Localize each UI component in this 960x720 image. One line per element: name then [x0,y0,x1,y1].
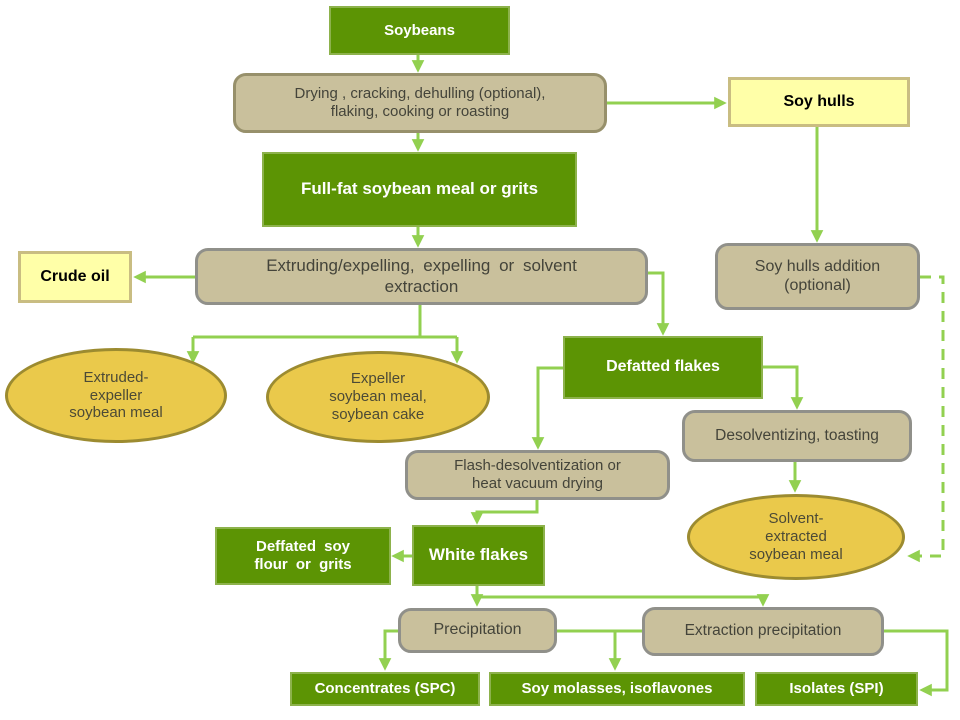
connector-precipitation-concentrates [378,629,398,671]
connector-defatted-flash [531,366,563,450]
node-drying: Drying , cracking, dehulling (optional),… [233,73,607,133]
node-concentrates-label: Concentrates (SPC) [314,680,456,698]
node-defatted-soy-flour: Deffated soy flour or grits [215,527,391,585]
node-solvent-extracted-meal-line3: soybean meal [749,545,843,563]
connector-extruding-defatted-flakes [648,271,670,336]
node-full-fat-meal: Full-fat soybean meal or grits [262,152,577,227]
node-soy-hulls-label: Soy hulls [783,92,855,110]
node-soy-hulls: Soy hulls [728,77,910,127]
node-crude-oil-label: Crude oil [40,267,110,285]
node-soy-hulls-addition-label-line2: (optional) [784,276,851,294]
node-desolventizing-label: Desolventizing, toasting [715,426,879,444]
node-soybeans: Soybeans [329,6,510,55]
node-extruded-expeller-meal: Extruded- expeller soybean meal [5,348,227,443]
connector-dashed-hulls-addition-solvent-meal [907,275,945,563]
node-soy-molasses: Soy molasses, isoflavones [489,672,745,706]
node-soy-hulls-addition-label-line1: Soy hulls addition [754,257,881,275]
node-expeller-meal-line3: soybean cake [331,405,425,423]
node-extruding-label-line2: extraction [384,276,459,296]
node-crude-oil: Crude oil [18,251,132,303]
node-full-fat-meal-label: Full-fat soybean meal or grits [300,179,539,199]
node-concentrates: Concentrates (SPC) [290,672,480,706]
node-extraction-precipitation: Extraction precipitation [642,607,884,656]
node-defatted-soy-flour-line1: Deffated soy [255,538,351,556]
node-solvent-extracted-meal-line1: Solvent- [768,510,824,528]
connector-defatted-desolventizing [763,365,804,410]
node-expeller-meal-line1: Expeller [350,370,406,388]
node-isolates: Isolates (SPI) [755,672,918,706]
node-extruding-label-line1: Extruding/expelling, expelling or solven… [266,256,577,276]
node-extruded-expeller-meal-line3: soybean meal [69,404,163,422]
node-isolates-label: Isolates (SPI) [789,680,884,698]
node-drying-label-line2: flaking, cooking or roasting [330,103,510,120]
node-expeller-meal: Expeller soybean meal, soybean cake [266,351,490,443]
node-extruded-expeller-meal-line1: Extruded- [83,368,149,386]
node-precipitation: Precipitation [398,608,557,653]
node-soybeans-label: Soybeans [384,21,455,39]
node-flash-desolventization-line2: heat vacuum drying [472,475,603,492]
node-solvent-extracted-meal: Solvent- extracted soybean meal [687,494,905,580]
node-flash-desolventization: Flash-desolventization or heat vacuum dr… [405,450,670,500]
node-defatted-flakes-label: Defatted flakes [606,358,720,376]
connector-flash-white-flakes [470,500,539,525]
node-solvent-extracted-meal-line2: extracted [765,528,827,546]
node-precipitation-label: Precipitation [433,621,522,639]
node-defatted-soy-flour-line2: flour or grits [254,556,352,573]
node-flash-desolventization-line1: Flash-desolventization or [454,457,621,475]
node-white-flakes: White flakes [412,525,545,586]
node-soy-hulls-addition: Soy hulls addition (optional) [715,243,920,310]
node-defatted-flakes: Defatted flakes [563,336,763,399]
node-expeller-meal-line2: soybean meal, [329,388,427,406]
node-soy-molasses-label: Soy molasses, isoflavones [521,680,713,698]
node-extraction-precipitation-label: Extraction precipitation [684,622,842,640]
node-drying-label-line1: Drying , cracking, dehulling (optional), [294,85,546,103]
node-desolventizing: Desolventizing, toasting [682,410,912,462]
connector-white-flakes-extraction [477,594,770,607]
node-white-flakes-label: White flakes [428,545,529,565]
node-extruding: Extruding/expelling, expelling or solven… [195,248,648,305]
node-extruded-expeller-meal-line2: expeller [89,386,143,404]
